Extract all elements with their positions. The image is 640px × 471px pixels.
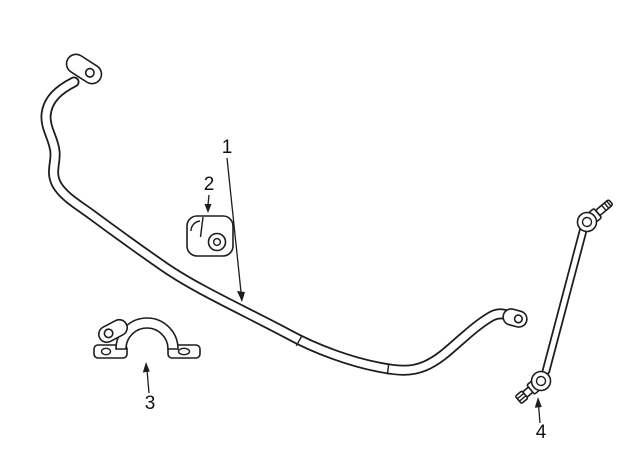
callout-4-label: 4 xyxy=(536,422,547,443)
callout-3: 3 xyxy=(142,362,156,414)
stabilizer-bar-bushing xyxy=(186,215,234,257)
callout-2: 2 xyxy=(204,174,215,213)
bar-sleeve-mark xyxy=(386,364,390,375)
callout-4-arrow-icon xyxy=(534,397,542,408)
bar-right-eye-end xyxy=(502,308,528,328)
callout-4: 4 xyxy=(534,397,547,443)
bar-sleeve-mark xyxy=(295,335,303,347)
callout-3-line xyxy=(146,369,150,394)
bar-left-eye-end xyxy=(65,53,103,85)
link-bottom-ball-joint xyxy=(515,370,552,404)
callout-1-line xyxy=(226,157,242,293)
callout-1-arrow-icon xyxy=(237,291,245,302)
stabilizer-link xyxy=(515,199,613,404)
stabilizer-bar xyxy=(40,53,528,376)
callout-2-label: 2 xyxy=(204,174,215,195)
callout-1: 1 xyxy=(222,137,245,302)
callout-3-label: 3 xyxy=(145,393,156,414)
callout-2-arrow-icon xyxy=(204,204,212,213)
callout-3-arrow-icon xyxy=(142,362,150,373)
callout-1-label: 1 xyxy=(222,137,233,158)
link-top-ball-joint xyxy=(576,199,613,233)
stabilizer-bar-bracket xyxy=(93,317,201,359)
callout-2-line xyxy=(207,194,210,206)
callout-4-line xyxy=(537,404,541,424)
